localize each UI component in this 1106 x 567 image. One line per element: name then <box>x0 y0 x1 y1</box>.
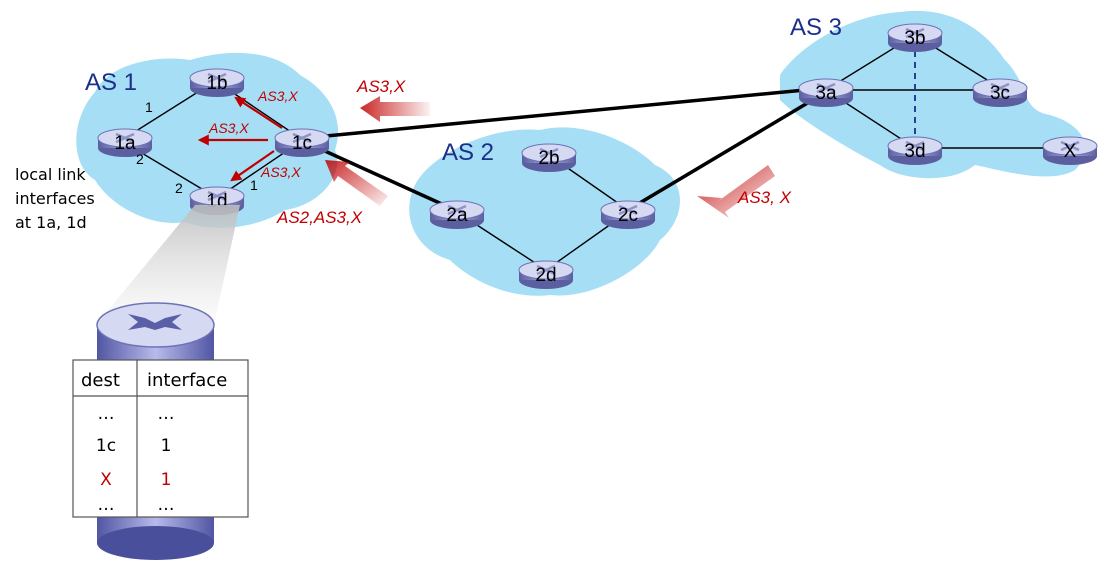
advert-arrow-3-2c <box>697 165 775 218</box>
router-2d: 2d <box>518 260 574 289</box>
table-cell-interface: 1 <box>161 470 172 490</box>
router-label-2d: 2d <box>535 265 556 286</box>
router-1c: 1c <box>274 128 330 157</box>
table-cell-dest: 1c <box>96 436 116 456</box>
iface-num-1d-1a: 2 <box>175 180 183 196</box>
router-label-2b: 2b <box>538 148 559 169</box>
router-label-3b: 3b <box>904 28 925 49</box>
as2-label: AS 2 <box>442 139 494 166</box>
router-2c: 2c <box>600 200 656 229</box>
advert-label-2a-1c: AS2,AS3,X <box>276 208 363 227</box>
router-x-icon <box>128 314 182 330</box>
router-label-3a: 3a <box>815 83 837 104</box>
note-line2: interfaces <box>15 189 95 208</box>
router-label-1b: 1b <box>206 73 227 94</box>
advert-arrow-3a-1c <box>360 96 430 122</box>
as3-label: AS 3 <box>790 14 842 41</box>
router-1a: 1a <box>97 128 153 157</box>
router-3b: 3b <box>887 23 943 52</box>
router-2b: 2b <box>521 143 577 172</box>
router-label-1a: 1a <box>114 133 136 154</box>
router-1b: 1b <box>189 68 245 97</box>
router-label-3d: 3d <box>904 141 925 162</box>
table-cell-interface: … <box>158 404 175 424</box>
advert-label-3a-1c: AS3,X <box>356 77 406 96</box>
table-cell-interface: 1 <box>161 436 172 456</box>
as1-label: AS 1 <box>85 69 137 96</box>
advert-arrow-2a-1c <box>325 160 388 206</box>
note-line3: at 1a, 1d <box>15 213 87 232</box>
table-cell-dest: X <box>100 470 112 490</box>
table-header-dest: dest <box>81 370 120 391</box>
zoom-cone <box>100 205 240 320</box>
table-cell-interface: … <box>158 495 175 515</box>
iface-num-1d-1c: 1 <box>250 177 258 193</box>
link-2c-3a <box>627 90 827 212</box>
advert-label-1d: AS3,X <box>260 164 301 180</box>
advert-label-3-2c: AS3, X <box>737 188 792 207</box>
advert-1c-1d-arrow <box>230 150 275 182</box>
router-3d: 3d <box>887 136 943 165</box>
iface-num-1a-1d: 2 <box>136 151 144 167</box>
router-3c: 3c <box>972 78 1028 107</box>
router-label-1c: 1c <box>292 133 312 154</box>
router-2a: 2a <box>429 200 485 229</box>
internal-adverts <box>197 96 283 182</box>
router-3a: 3a <box>798 78 854 107</box>
router-label-2a: 2a <box>446 205 468 226</box>
router-x: X <box>1042 136 1098 165</box>
note-line1: local link <box>15 165 86 184</box>
link-1c-3a <box>304 86 827 140</box>
advert-label-1b: AS3,X <box>257 88 298 104</box>
table-header-interface: interface <box>147 370 227 391</box>
router-label-2c: 2c <box>618 205 638 226</box>
advert-1c-1b-arrow <box>234 96 283 129</box>
table-cell-dest: … <box>98 495 115 515</box>
as2-cloud <box>409 127 680 296</box>
advert-label-1a: AS3,X <box>208 120 249 136</box>
router-label-3c: 3c <box>990 83 1010 104</box>
link-1c-2a <box>304 140 456 212</box>
router-label-x: X <box>1064 141 1077 162</box>
table-cell-dest: … <box>98 404 115 424</box>
iface-num-1a-1b: 1 <box>145 99 153 115</box>
as3-cloud <box>780 10 1086 179</box>
ebgp-links <box>304 86 827 212</box>
